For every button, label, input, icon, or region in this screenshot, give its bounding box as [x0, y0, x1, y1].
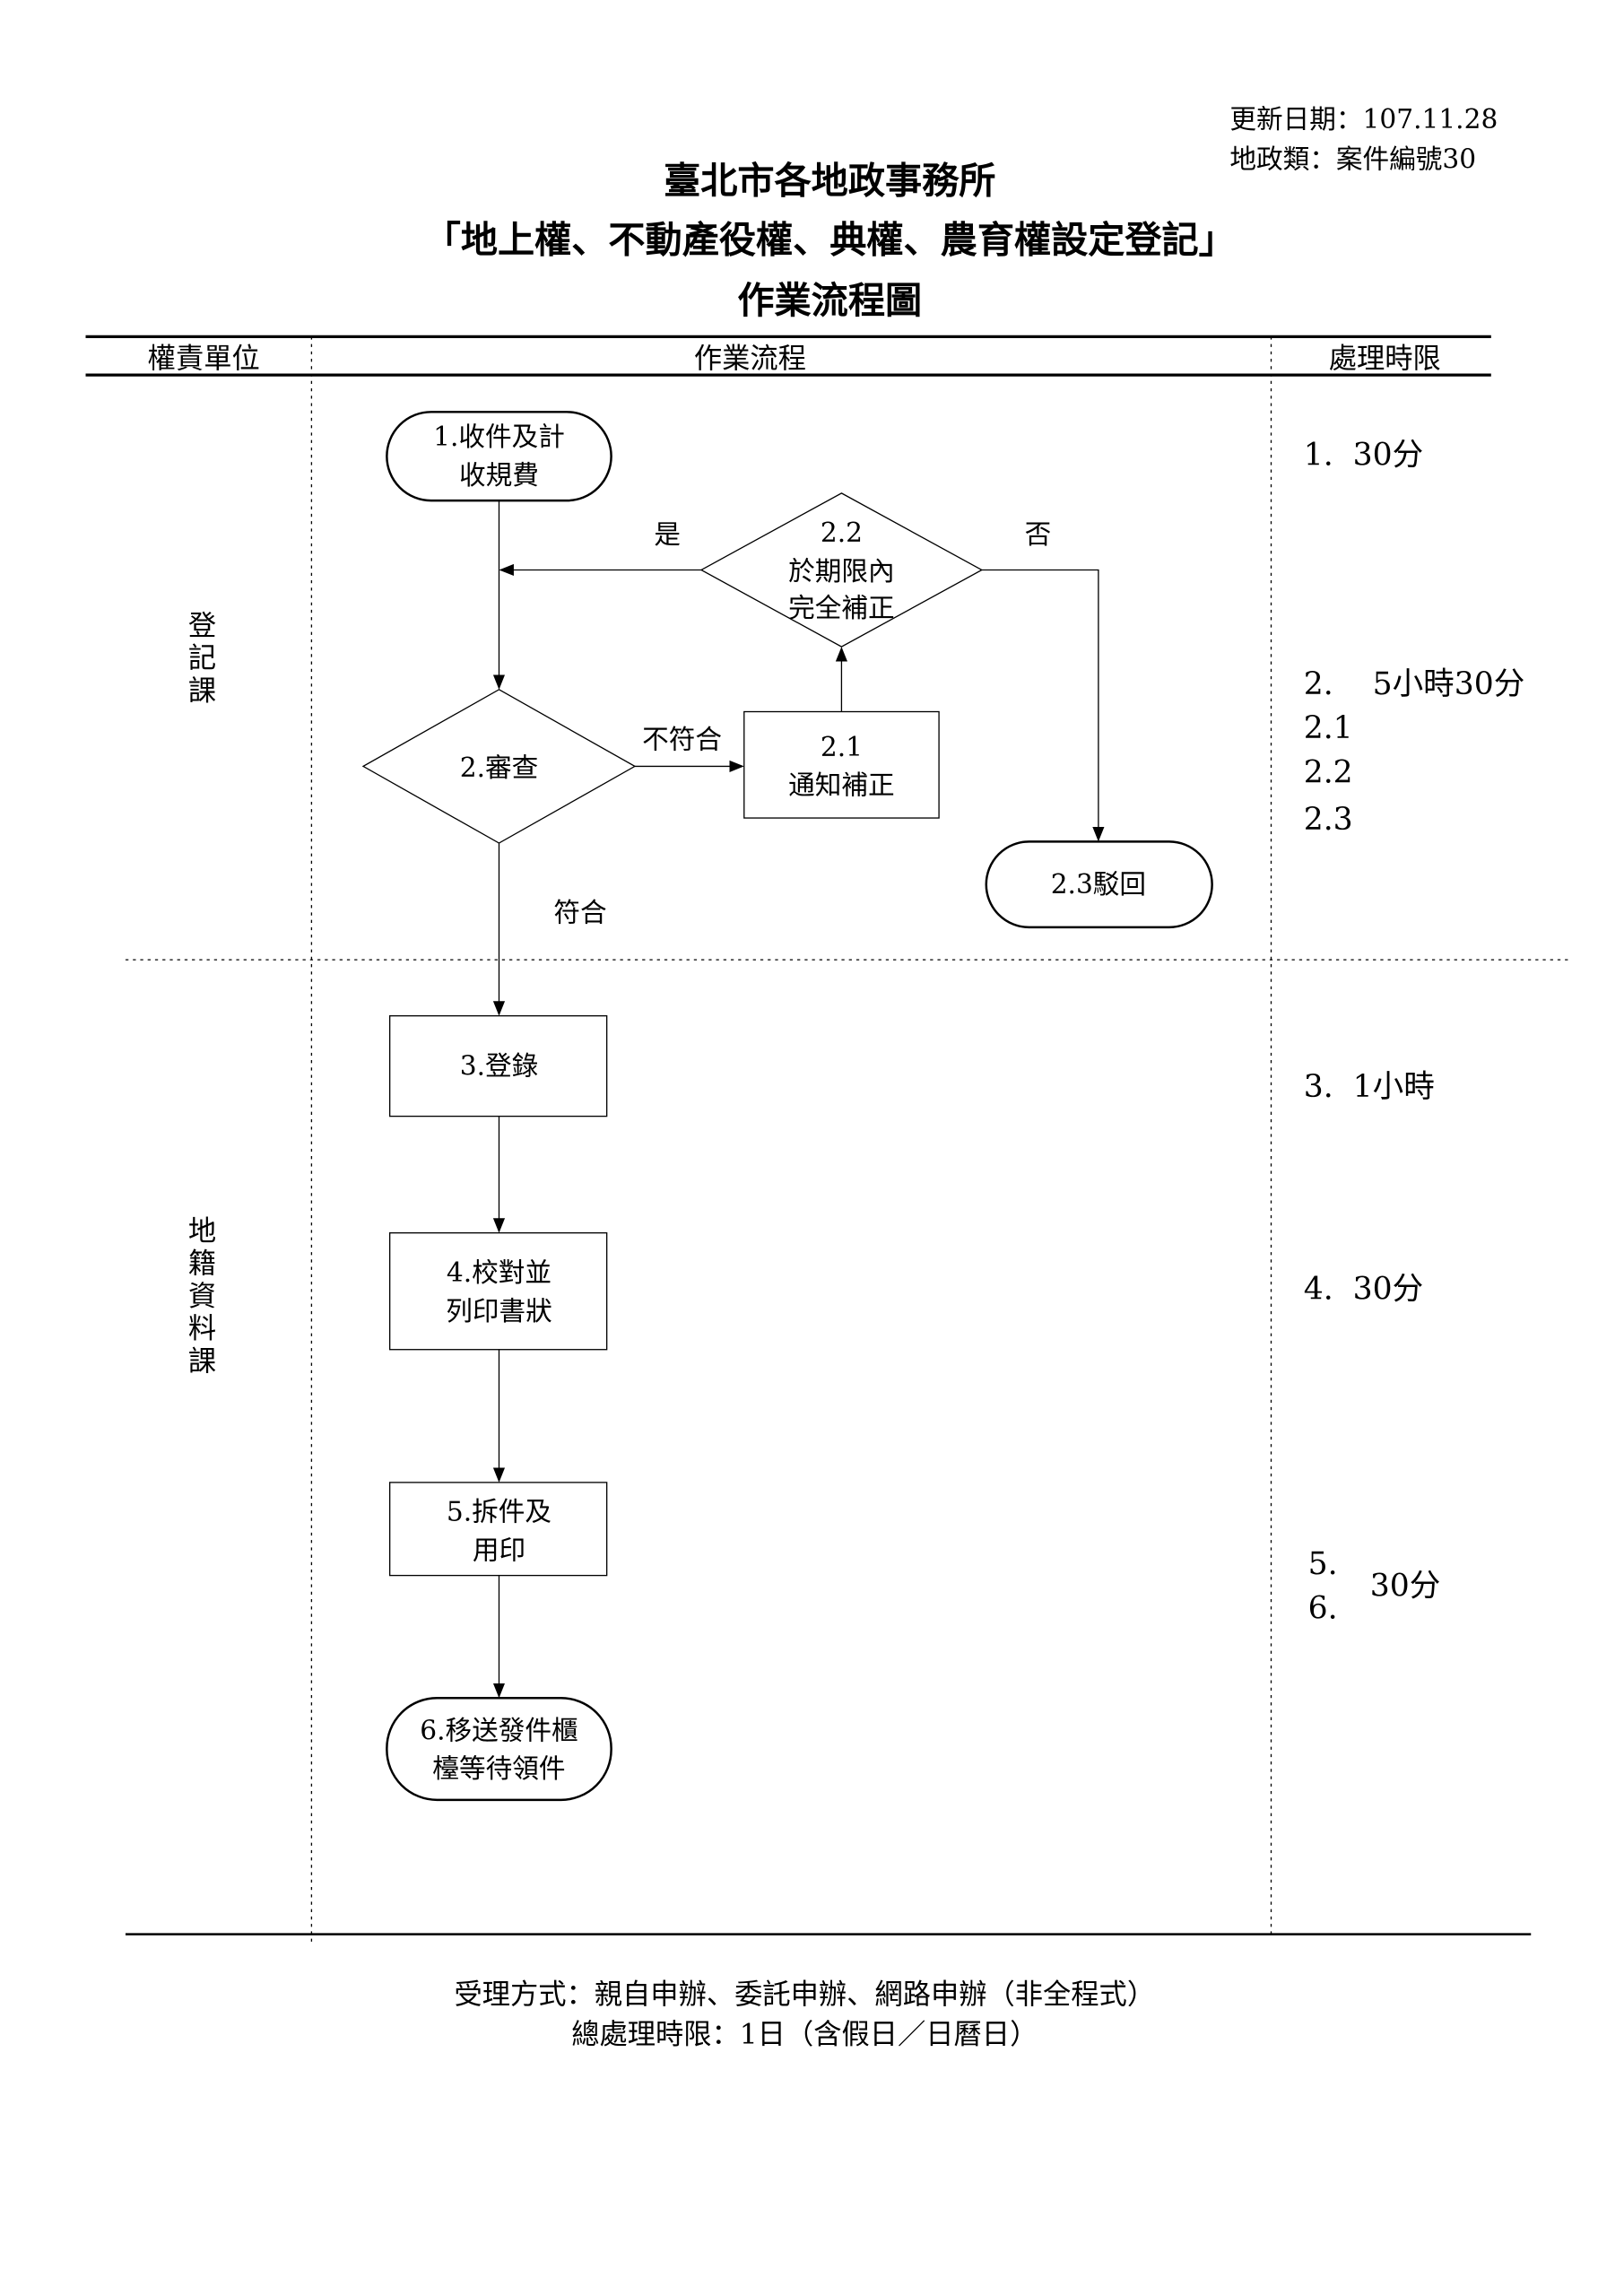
time-limit-5: 5.	[1308, 1546, 1338, 1582]
header-unit: 權責單位	[148, 343, 260, 375]
time-limit-2-2: 2.2	[1304, 755, 1353, 791]
label-match: 符合	[553, 896, 606, 927]
unit-char: 課	[188, 674, 216, 707]
step-label: 2.3駁回	[1051, 868, 1146, 900]
step-label: 4.校對並	[447, 1257, 551, 1288]
footer-total-time: 總處理時限：1日（含假日／日曆日）	[571, 2018, 1038, 2050]
header-process: 作業流程	[694, 343, 806, 375]
step-1-receive-terminal: 1.收件及計 收規費	[386, 411, 612, 502]
footer-method: 受理方式：親自申辦、委託申辦、網路申辦（非全程式）	[454, 1979, 1155, 2011]
step-label: 2.2	[821, 517, 863, 548]
label-yes: 是	[654, 518, 681, 550]
step-label: 完全補正	[788, 592, 895, 623]
title-doc: 作業流程圖	[737, 278, 922, 322]
label-not-match: 不符合	[642, 724, 722, 755]
time-limit-2-1: 2.1	[1304, 710, 1353, 746]
step-label: 2.1	[821, 731, 863, 762]
step-2-1-notify-box: 2.1 通知補正	[743, 710, 940, 819]
time-limit-2: 2. 5小時30分	[1304, 666, 1525, 702]
step-label: 於期限內	[788, 555, 895, 587]
time-limit-5-6: 30分	[1370, 1569, 1441, 1605]
unit-char: 地	[188, 1215, 216, 1248]
step-5-split-seal-box: 5.拆件及 用印	[388, 1482, 608, 1577]
unit-char: 登	[188, 610, 216, 642]
connectors	[492, 500, 1105, 1699]
unit-char: 記	[188, 642, 216, 674]
time-limit-1: 1. 30分	[1304, 438, 1424, 474]
unit-char: 資	[188, 1280, 216, 1312]
unit-registration-section: 登 記 課	[188, 610, 216, 707]
updated-date: 更新日期：107.11.28	[1229, 103, 1498, 135]
unit-char: 課	[188, 1345, 216, 1378]
step-label: 2.審查	[460, 752, 539, 783]
unit-cadastral-data-section: 地 籍 資 料 課	[188, 1215, 216, 1378]
step-label: 列印書狀	[446, 1295, 552, 1326]
step-4-verify-print-box: 4.校對並 列印書狀	[388, 1232, 608, 1351]
step-label: 1.收件及計	[433, 421, 565, 452]
title-org: 臺北市各地政事務所	[664, 159, 995, 203]
label-no: 否	[1025, 518, 1052, 550]
step-label: 3.登錄	[460, 1050, 539, 1082]
step-2-2-decision: 2.2 於期限內 完全補正	[699, 492, 984, 648]
step-2-3-reject-terminal: 2.3駁回	[985, 840, 1213, 929]
time-limit-2-3: 2.3	[1304, 802, 1353, 838]
time-limit-6: 6.	[1308, 1590, 1338, 1626]
title-subject: 「地上權、不動產役權、典權、農育權設定登記」	[424, 218, 1236, 262]
step-6-dispatch-terminal: 6.移送發件櫃 檯等待領件	[386, 1697, 612, 1802]
step-label: 5.拆件及	[447, 1496, 551, 1527]
step-3-register-box: 3.登錄	[388, 1014, 608, 1118]
step-label: 6.移送發件櫃	[420, 1714, 578, 1745]
step-label: 通知補正	[788, 770, 895, 801]
step-2-review-decision: 2.審查	[361, 689, 637, 844]
step-label: 檯等待領件	[432, 1752, 565, 1784]
time-limit-4: 4. 30分	[1304, 1272, 1424, 1308]
time-limits-column: 1. 30分 2. 5小時30分 2.1 2.2 2.3 3. 1小時 4. 3…	[1304, 438, 1525, 1627]
unit-char: 料	[188, 1313, 216, 1345]
table-frame	[85, 335, 1573, 1942]
unit-char: 籍	[188, 1248, 216, 1280]
time-limit-3: 3. 1小時	[1304, 1069, 1435, 1105]
header-time-limit: 處理時限	[1329, 343, 1441, 375]
step-label: 收規費	[459, 459, 539, 491]
step-label: 用印	[473, 1534, 525, 1565]
case-number: 地政類：案件編號30	[1229, 144, 1476, 175]
